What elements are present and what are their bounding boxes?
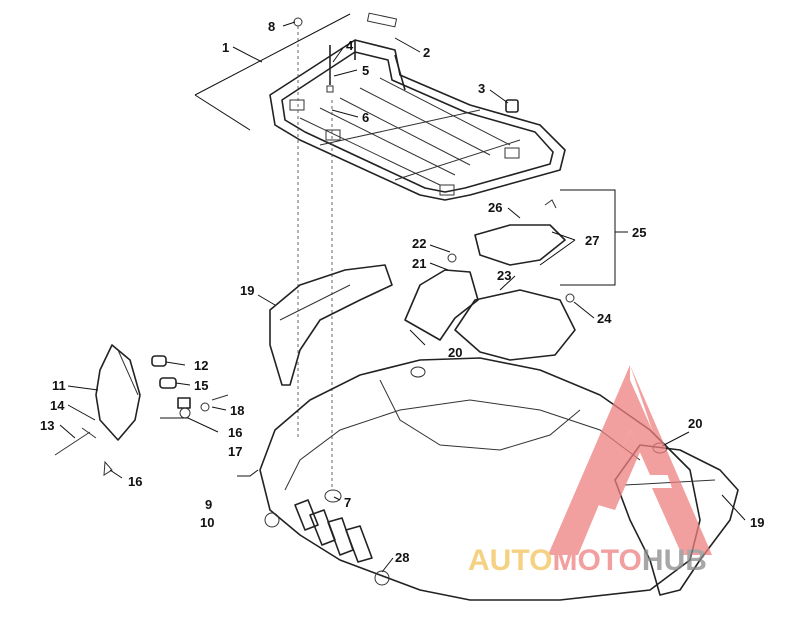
callout-23: 23 <box>497 268 511 283</box>
callout-9: 9 <box>205 497 212 512</box>
callout-20b: 20 <box>688 416 702 431</box>
front-rack <box>269 12 566 201</box>
left-side-panel <box>269 264 393 386</box>
watermark-text: AUTOMOTOHUB <box>468 544 707 577</box>
callout-11: 11 <box>52 378 66 393</box>
callout-3: 3 <box>478 81 485 96</box>
callout-25: 25 <box>632 225 646 240</box>
callout-15: 15 <box>194 378 208 393</box>
front-fender-body <box>259 357 701 601</box>
watermark-triangle-outer <box>548 365 672 555</box>
callout-1: 1 <box>222 40 229 55</box>
right-side-panel <box>614 444 739 596</box>
callout-14: 14 <box>50 398 65 413</box>
watermark-triangle-inner <box>598 430 640 510</box>
callout-16b: 16 <box>128 474 142 489</box>
callout-24: 24 <box>597 311 612 326</box>
callout-20a: 20 <box>448 345 462 360</box>
watermark-triangle-right <box>630 365 712 555</box>
callout-16a: 16 <box>228 425 242 440</box>
callout-8: 8 <box>268 19 275 34</box>
callout-10: 10 <box>200 515 214 530</box>
callout-13: 13 <box>40 418 54 433</box>
callout-22: 22 <box>412 236 426 251</box>
callout-5: 5 <box>362 63 369 78</box>
callout-19b: 19 <box>750 515 764 530</box>
callout-19a: 19 <box>240 283 254 298</box>
center-pod <box>404 199 576 361</box>
leader-lines <box>59 13 746 573</box>
callout-2: 2 <box>423 45 430 60</box>
callout-18: 18 <box>230 403 244 418</box>
callout-28: 28 <box>395 550 409 565</box>
callout-21: 21 <box>412 256 426 271</box>
callout-27: 27 <box>585 233 599 248</box>
watermark-moto: MOTO <box>552 544 641 577</box>
callout-12: 12 <box>194 358 208 373</box>
watermark-auto: AUTO <box>468 544 552 577</box>
callout-17: 17 <box>228 444 242 459</box>
watermark-logo: AUTOMOTOHUB <box>468 365 712 577</box>
callout-numbers: 1 2 3 4 5 6 7 8 9 10 11 12 13 14 15 16 1… <box>40 19 764 565</box>
callout-26: 26 <box>488 200 502 215</box>
callout-4: 4 <box>346 38 354 53</box>
watermark-hub: HUB <box>642 544 707 577</box>
grille <box>294 499 373 563</box>
callout-6: 6 <box>362 110 369 125</box>
callout-7: 7 <box>344 495 351 510</box>
